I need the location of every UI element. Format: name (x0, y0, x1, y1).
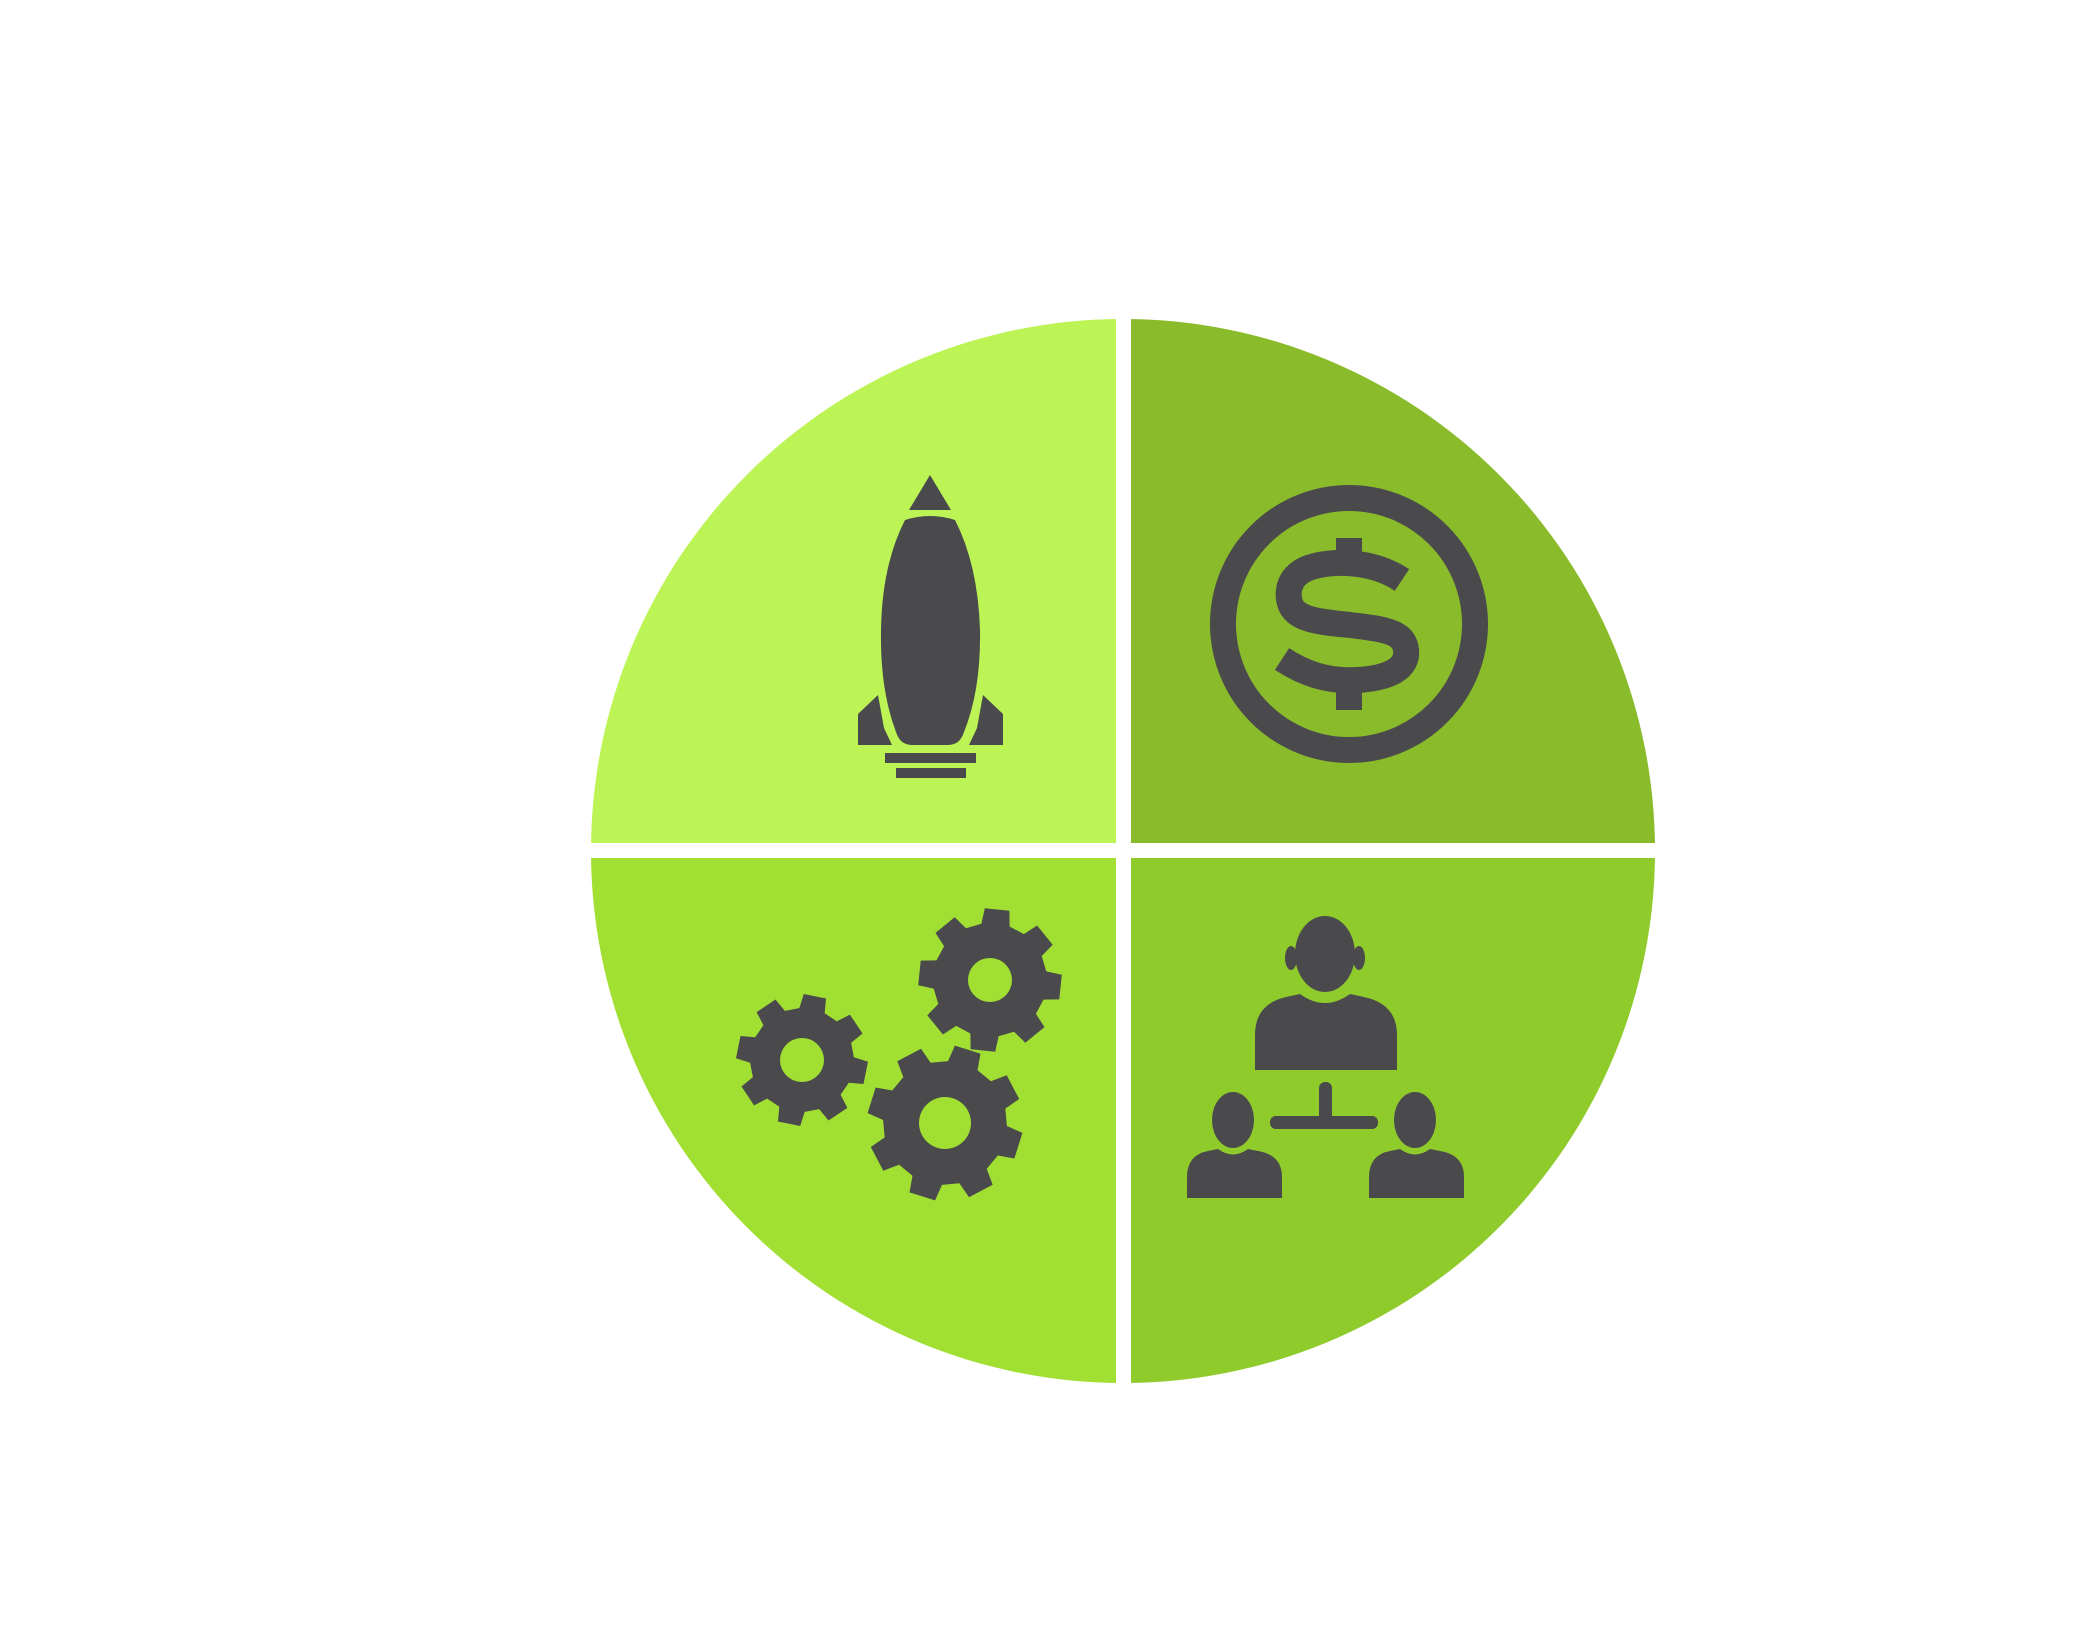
quadrant-bottom-right (1123, 851, 1655, 1383)
quadrant-top-left (591, 319, 1123, 851)
rocket-icon (858, 475, 1003, 778)
people-hierarchy-icon (1187, 916, 1464, 1198)
quadrant-bottom-left (591, 851, 1123, 1383)
dollar-coin-icon (1210, 485, 1488, 763)
divider-horizontal (575, 843, 1675, 858)
gears-icon (736, 908, 1062, 1201)
